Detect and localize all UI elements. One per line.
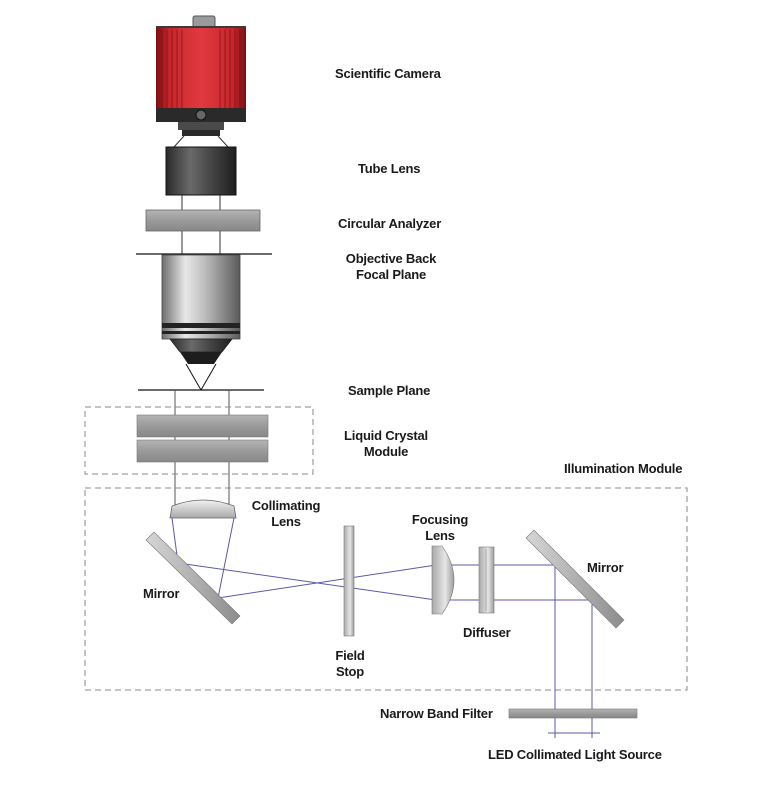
label-narrow-band-filter: Narrow Band Filter [380, 706, 493, 721]
label-field-stop-2: Stop [335, 664, 365, 679]
circular-analyzer [145, 209, 261, 232]
diffuser [478, 546, 495, 614]
label-liquid-crystal-1: Liquid Crystal [344, 428, 428, 443]
label-collimating-lens-2: Lens [271, 514, 301, 529]
label-focusing-lens-2: Lens [425, 528, 455, 543]
label-circular-analyzer: Circular Analyzer [338, 216, 442, 231]
illumination-module-box [84, 487, 688, 691]
label-sample-plane: Sample Plane [348, 383, 431, 398]
label-mirror-left: Mirror [143, 586, 180, 601]
label-collimating-lens-1: Collimating [251, 498, 321, 513]
label-field-stop-1: Field [335, 648, 365, 663]
field-stop [343, 525, 355, 637]
liquid-crystal-module-box [84, 406, 314, 475]
label-focusing-lens-1: Focusing [411, 512, 469, 527]
right-mirror [525, 529, 625, 629]
illumination-rays [171, 517, 593, 738]
objective-lens [161, 254, 241, 364]
tube-lens [165, 146, 237, 196]
scientific-camera [156, 15, 246, 136]
label-illumination-module: Illumination Module [564, 461, 683, 476]
label-objective-back-focal-plane-1: Objective Back [345, 251, 437, 266]
tube-lens-lines [173, 135, 229, 148]
label-led-light-source: LED Collimated Light Source [488, 747, 662, 762]
label-liquid-crystal-2: Module [363, 444, 409, 459]
focusing-lens [431, 545, 455, 615]
label-diffuser: Diffuser [463, 625, 511, 640]
liquid-crystal-plate-2 [136, 439, 269, 463]
label-mirror-right: Mirror [587, 560, 624, 575]
liquid-crystal-plate-1 [136, 414, 269, 438]
narrow-band-filter [508, 708, 638, 719]
objective-focus-cone [185, 363, 217, 391]
collimating-lens [169, 499, 237, 519]
left-mirror [145, 531, 241, 625]
label-objective-back-focal-plane-2: Focal Plane [355, 267, 427, 282]
label-tube-lens: Tube Lens [358, 161, 421, 176]
label-scientific-camera: Scientific Camera [335, 66, 441, 81]
